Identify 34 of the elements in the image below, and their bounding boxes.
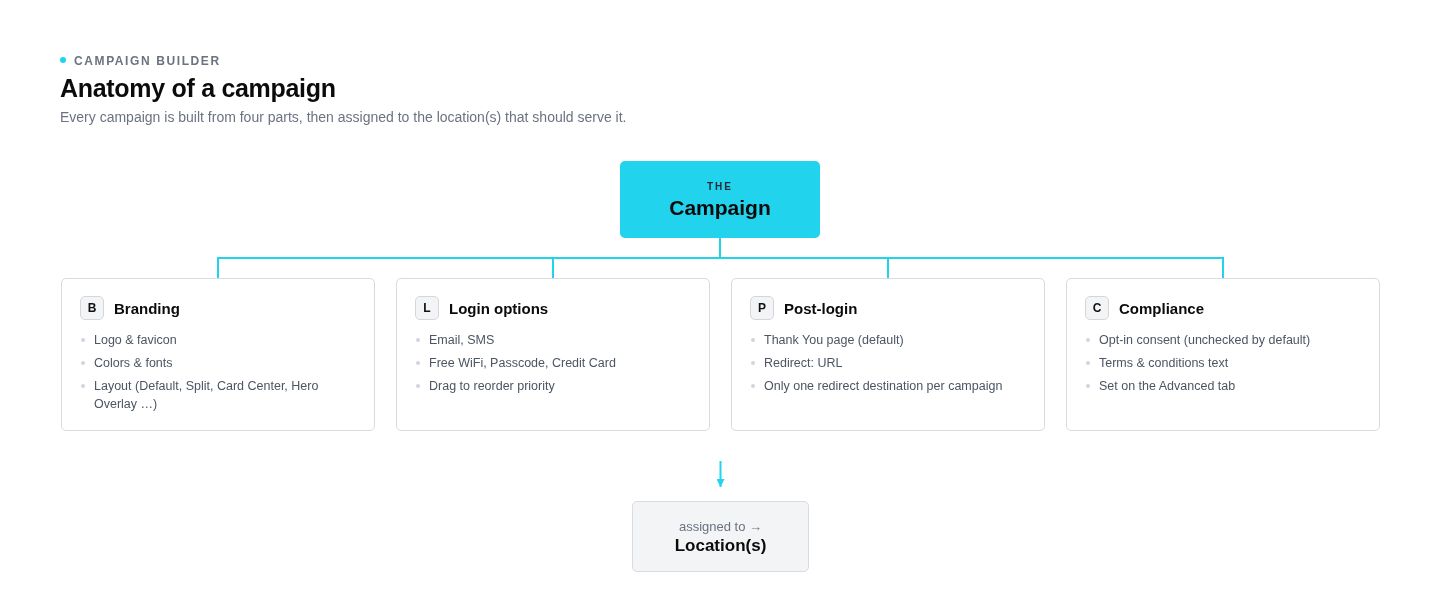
- part-card: [61, 278, 375, 431]
- card-heading: Post-login: [784, 300, 858, 317]
- bullet-item: Terms & conditions text: [1085, 354, 1365, 372]
- bullet-item: Free WiFi, Passcode, Credit Card: [415, 354, 695, 372]
- card-heading: Branding: [114, 300, 180, 317]
- part-card: [1066, 278, 1380, 431]
- kicker-text: assigned to →: [677, 519, 764, 534]
- target-box: [632, 501, 809, 572]
- subtitle: Every campaign is built from four parts, then assigned to the location(s) that should serve it.: [60, 109, 627, 125]
- arrow: [716, 460, 725, 488]
- node-title: Location(s): [673, 536, 768, 556]
- card-heading: Compliance: [1119, 300, 1205, 317]
- kicker-text: THE: [706, 181, 734, 192]
- part-card: [731, 278, 1045, 431]
- bullet-item: Opt-in consent (unchecked by default): [1085, 331, 1365, 349]
- bullet-item: Colors & fonts: [80, 354, 360, 372]
- bullet-item: Drag to reorder priority: [415, 377, 695, 395]
- root-box: [620, 161, 820, 238]
- node-title: Campaign: [668, 196, 772, 220]
- bullet-item: Only one redirect destination per campaign: [750, 377, 1030, 395]
- bullet-item: Redirect: URL: [750, 354, 1030, 372]
- bullet-item: Layout (Default, Split, Card Center, Hero Overlay …): [80, 377, 360, 413]
- eyebrow-text: CAMPAIGN BUILDER: [74, 54, 221, 68]
- title: Anatomy of a campaign: [60, 74, 336, 103]
- part-card: [396, 278, 710, 431]
- card-heading: Login options: [449, 300, 549, 317]
- letter-badge: P: [750, 296, 774, 320]
- letter-badge: C: [1085, 296, 1109, 320]
- bullet-item: Logo & favicon: [80, 331, 360, 349]
- letter-badge: B: [80, 296, 104, 320]
- bullet-item: Email, SMS: [415, 331, 695, 349]
- bullet-item: Set on the Advanced tab: [1085, 377, 1365, 395]
- letter-badge: L: [415, 296, 439, 320]
- bullet-item: Thank You page (default): [750, 331, 1030, 349]
